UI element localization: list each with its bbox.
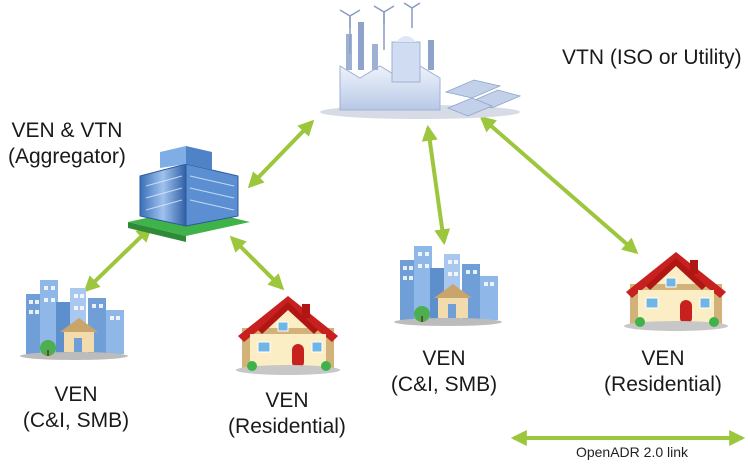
ven-ci-mid-line1: VEN	[422, 347, 466, 370]
office-building-icon	[128, 146, 250, 242]
vtn-label: VTN (ISO or Utility)	[562, 46, 742, 69]
ven-res-left-line1: VEN	[265, 389, 309, 412]
ven-ci-mid-label: VEN (C&I, SMB)	[374, 346, 514, 397]
power-plant-icon	[320, 2, 522, 119]
house-icon	[623, 251, 729, 332]
ven-res-right-label: VEN (Residential)	[588, 346, 738, 397]
link-vtn-ven-res-right	[479, 115, 639, 255]
link-vtn-aggregator	[247, 119, 315, 189]
link-vtn-ven-ci-mid	[421, 124, 451, 246]
ven-ci-left-line1: VEN	[54, 383, 98, 406]
city-buildings-icon	[20, 280, 128, 360]
ven-ci-mid-line2: (C&I, SMB)	[390, 372, 498, 396]
ven-ci-left-line2: (C&I, SMB)	[22, 408, 130, 432]
city-buildings-icon	[394, 246, 502, 326]
link-aggregator-ven-res-left	[229, 235, 285, 291]
aggregator-label: VEN & VTN (Aggregator)	[8, 118, 126, 169]
ven-res-right-line1: VEN	[641, 347, 685, 370]
aggregator-label-line2: (Aggregator)	[8, 144, 126, 168]
house-icon	[235, 295, 341, 376]
ven-res-left-label: VEN (Residential)	[212, 388, 362, 439]
legend-label: OpenADR 2.0 link	[575, 444, 689, 460]
ven-res-left-line2: (Residential)	[228, 414, 346, 438]
ven-ci-left-label: VEN (C&I, SMB)	[6, 382, 146, 433]
aggregator-label-line1: VEN & VTN	[11, 119, 123, 142]
link-aggregator-ven-ci-left	[83, 225, 153, 293]
ven-res-right-line2: (Residential)	[604, 372, 722, 396]
